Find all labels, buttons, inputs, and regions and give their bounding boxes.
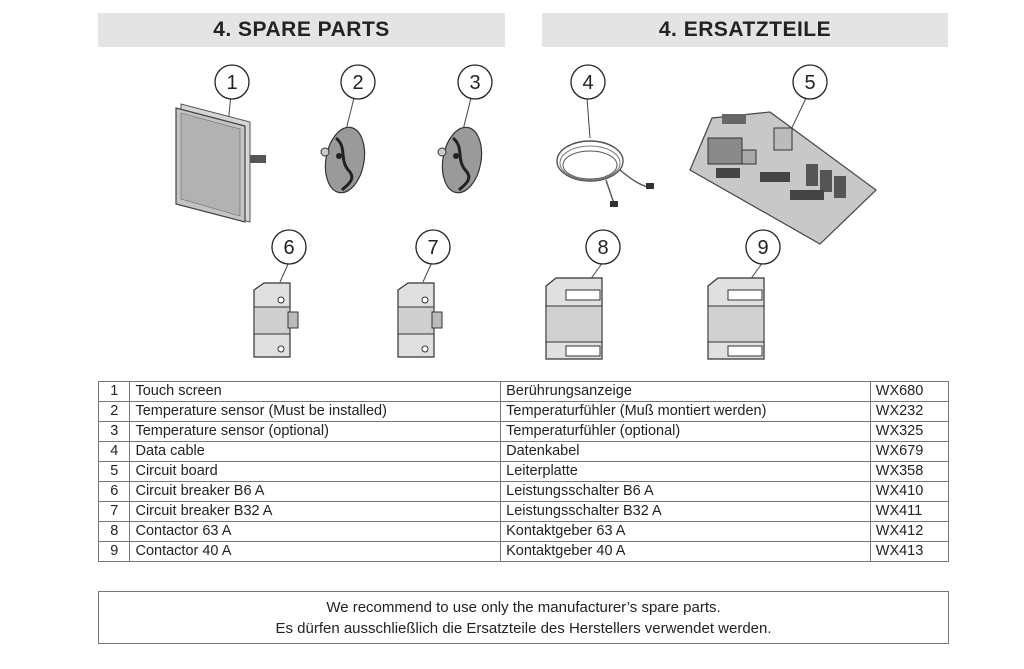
spare-parts-table: 1 Touch screen Berührungsanzeige WX680 2… bbox=[97, 381, 950, 562]
callout-6: 6 bbox=[271, 229, 307, 265]
part-name-en: Temperature sensor (Must be installed) bbox=[129, 401, 502, 422]
part-number: 6 bbox=[97, 481, 131, 502]
part-name-de: Temperaturfühler (optional) bbox=[500, 421, 871, 442]
part-name-de: Leiterplatte bbox=[500, 461, 871, 482]
note-line-de: Es dürfen ausschließlich die Ersatzteile… bbox=[275, 619, 772, 637]
svg-text:6: 6 bbox=[283, 237, 294, 259]
manufacturer-note: We recommend to use only the manufacture… bbox=[98, 591, 949, 644]
callout-5: 5 bbox=[792, 64, 828, 100]
table-row: 5 Circuit board Leiterplatte WX358 bbox=[97, 461, 950, 482]
part-number: 3 bbox=[97, 421, 131, 442]
part-name-de: Leistungsschalter B32 A bbox=[500, 501, 871, 522]
svg-text:8: 8 bbox=[597, 237, 608, 259]
part-name-de: Kontaktgeber 63 A bbox=[500, 521, 871, 542]
part-code: WX410 bbox=[869, 481, 950, 502]
table-row: 7 Circuit breaker B32 A Leistungsschalte… bbox=[97, 501, 950, 522]
note-line-en: We recommend to use only the manufacture… bbox=[326, 598, 721, 616]
part-name-en: Contactor 63 A bbox=[129, 521, 502, 542]
section-title-en: 4. SPARE PARTS bbox=[98, 13, 505, 47]
part-number: 2 bbox=[97, 401, 131, 422]
part-number: 9 bbox=[97, 541, 131, 562]
temperature-sensor-icon bbox=[320, 97, 366, 194]
part-number: 4 bbox=[97, 441, 131, 462]
part-name-en: Temperature sensor (optional) bbox=[129, 421, 502, 442]
table-row: 3 Temperature sensor (optional) Temperat… bbox=[97, 421, 950, 442]
svg-text:9: 9 bbox=[757, 237, 768, 259]
part-name-de: Datenkabel bbox=[500, 441, 871, 462]
part-name-en: Touch screen bbox=[129, 381, 502, 402]
svg-text:1: 1 bbox=[226, 72, 237, 94]
table-row: 2 Temperature sensor (Must be installed)… bbox=[97, 401, 950, 422]
part-code: WX680 bbox=[869, 381, 950, 402]
temperature-sensor-icon bbox=[437, 97, 483, 194]
table-row: 4 Data cable Datenkabel WX679 bbox=[97, 441, 950, 462]
part-code: WX358 bbox=[869, 461, 950, 482]
table-row: 1 Touch screen Berührungsanzeige WX680 bbox=[97, 381, 950, 402]
part-name-de: Berührungsanzeige bbox=[500, 381, 871, 402]
part-name-de: Leistungsschalter B6 A bbox=[500, 481, 871, 502]
part-name-en: Data cable bbox=[129, 441, 502, 462]
svg-text:3: 3 bbox=[469, 72, 480, 94]
part-code: WX413 bbox=[869, 541, 950, 562]
part-code: WX412 bbox=[869, 521, 950, 542]
callout-2: 2 bbox=[340, 64, 376, 100]
touch-screen-icon bbox=[175, 93, 266, 223]
part-code: WX679 bbox=[869, 441, 950, 462]
part-code: WX325 bbox=[869, 421, 950, 442]
part-code: WX232 bbox=[869, 401, 950, 422]
part-code: WX411 bbox=[869, 501, 950, 522]
table-row: 6 Circuit breaker B6 A Leistungsschalter… bbox=[97, 481, 950, 502]
svg-text:4: 4 bbox=[582, 72, 593, 94]
table-row: 9 Contactor 40 A Kontaktgeber 40 A WX413 bbox=[97, 541, 950, 562]
circuit-breaker-icon bbox=[253, 261, 299, 358]
part-name-de: Temperaturfühler (Muß montiert werden) bbox=[500, 401, 871, 422]
callout-4: 4 bbox=[570, 64, 606, 100]
part-number: 1 bbox=[97, 381, 131, 402]
part-name-en: Contactor 40 A bbox=[129, 541, 502, 562]
svg-text:2: 2 bbox=[352, 72, 363, 94]
section-title-de: 4. ERSATZTEILE bbox=[542, 13, 948, 47]
part-name-en: Circuit breaker B6 A bbox=[129, 481, 502, 502]
table-row: 8 Contactor 63 A Kontaktgeber 63 A WX412 bbox=[97, 521, 950, 542]
contactor-icon bbox=[707, 261, 765, 360]
callout-9: 9 bbox=[745, 229, 781, 265]
contactor-icon bbox=[545, 261, 604, 360]
callout-3: 3 bbox=[457, 64, 493, 100]
svg-text:5: 5 bbox=[804, 72, 815, 94]
circuit-board-icon bbox=[689, 97, 877, 245]
part-name-en: Circuit board bbox=[129, 461, 502, 482]
part-name-de: Kontaktgeber 40 A bbox=[500, 541, 871, 562]
callout-8: 8 bbox=[585, 229, 621, 265]
data-cable-icon bbox=[556, 97, 654, 207]
circuit-breaker-icon bbox=[397, 261, 443, 358]
part-name-en: Circuit breaker B32 A bbox=[129, 501, 502, 522]
parts-illustrations: 1 2 3 4 5 6 7 8 9 bbox=[175, 64, 877, 360]
part-number: 8 bbox=[97, 521, 131, 542]
svg-text:7: 7 bbox=[427, 237, 438, 259]
callout-1: 1 bbox=[214, 64, 250, 100]
part-number: 7 bbox=[97, 501, 131, 522]
callout-7: 7 bbox=[415, 229, 451, 265]
part-number: 5 bbox=[97, 461, 131, 482]
